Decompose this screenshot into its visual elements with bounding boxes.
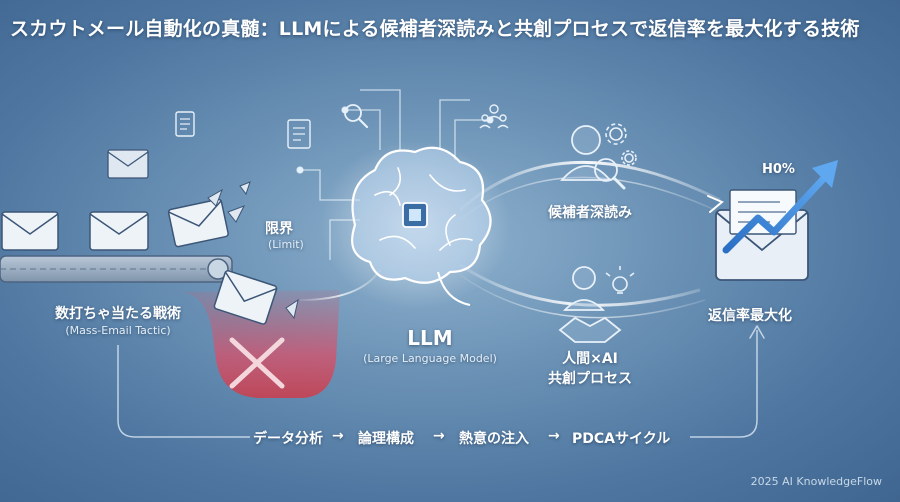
- page-title: スカウトメール自動化の真髄：LLMによる候補者深読みと共創プロセスで返信率を最大…: [10, 18, 860, 40]
- conveyor-belt: [0, 255, 233, 283]
- x-mark-icon: [229, 337, 285, 389]
- falling-envelope-icon: [213, 270, 278, 325]
- envelope-icon: [167, 198, 229, 248]
- broken-shards: [207, 181, 299, 320]
- flow-step-data-analysis: データ分析: [253, 431, 323, 447]
- limit-sublabel: (Limit): [268, 238, 304, 251]
- deep-read-label: 候補者深読み: [548, 205, 632, 221]
- team-icon: [479, 104, 509, 129]
- llm-label: LLM: [407, 326, 453, 350]
- limit-pit: [178, 290, 340, 398]
- document-icon: [287, 119, 311, 149]
- reply-envelope-icon: [715, 189, 809, 281]
- rising-arrow-icon: [722, 160, 838, 254]
- gear-icon: [605, 123, 637, 166]
- flow-arrow: →: [548, 428, 560, 444]
- credit-text: 2025 AI KnowledgeFlow: [750, 475, 882, 488]
- envelope-icon: [1, 211, 59, 251]
- envelope-icon: [107, 149, 149, 179]
- reply-rate-badge: H0%: [762, 162, 795, 177]
- document-icon: [175, 111, 195, 137]
- llm-brain-icon: [320, 140, 510, 310]
- flow-step-passion: 熱意の注入: [459, 431, 529, 447]
- mass-email-sublabel: (Mass-Email Tactic): [65, 324, 171, 337]
- flow-arrow: →: [332, 428, 344, 444]
- flow-step-logic: 論理構成: [358, 431, 414, 447]
- cocreation-label-line2: 共創プロセス: [548, 371, 632, 387]
- mass-email-envelopes: [1, 149, 299, 325]
- feedback-loop-line: [117, 325, 765, 438]
- limit-label: 限界: [265, 221, 293, 237]
- llm-sublabel: (Large Language Model): [363, 352, 497, 365]
- flow-step-pdca: PDCAサイクル: [572, 431, 671, 447]
- envelope-icon: [89, 211, 149, 251]
- search-icon: [344, 104, 369, 129]
- mass-email-label: 数打ちゃ当たる戦術: [55, 306, 181, 322]
- result-label: 返信率最大化: [708, 308, 792, 324]
- handshake-icon: [558, 266, 622, 343]
- cocreation-label-line1: 人間×AI: [562, 351, 618, 367]
- candidate-deep-read-icon: [560, 125, 626, 190]
- lightbulb-icon: [605, 266, 635, 294]
- flow-arrow: →: [433, 428, 445, 444]
